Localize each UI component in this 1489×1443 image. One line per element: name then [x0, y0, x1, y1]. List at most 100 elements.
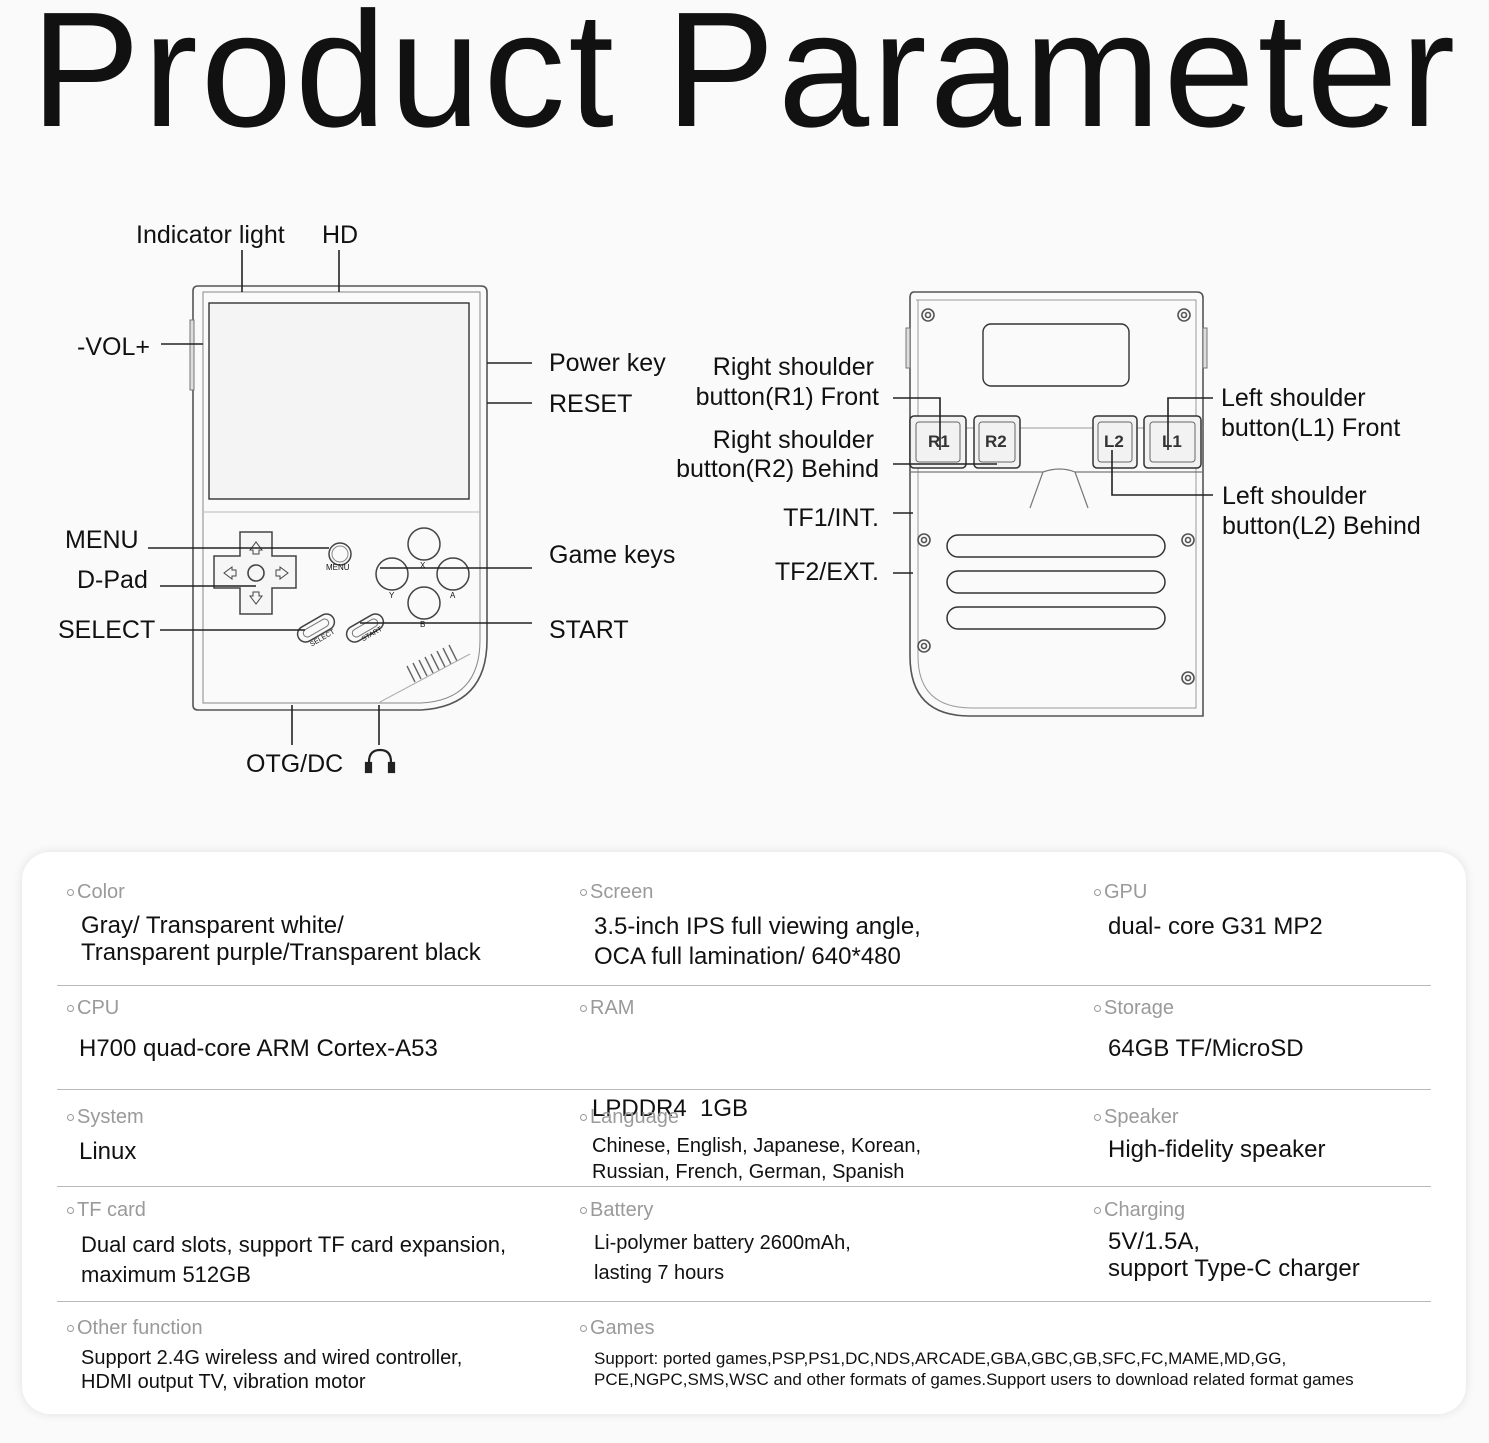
- device-y-marking: Y: [389, 591, 395, 600]
- spec-label: Other function: [77, 1317, 203, 1339]
- bullet-icon: [580, 1004, 587, 1012]
- l1-label-line2: button(L1) Front: [1221, 414, 1401, 442]
- hd-label: HD: [322, 221, 359, 249]
- spec-value: Linux: [79, 1138, 137, 1165]
- row-divider: [57, 1089, 1431, 1090]
- spec-games: Games Support: ported games,PSP,PS1,DC,N…: [580, 1316, 1354, 1390]
- spec-value: Gray/ Transparent white/: [81, 912, 344, 939]
- spec-other-function: Other function Support 2.4G wireless and…: [67, 1316, 462, 1394]
- spec-tf-card: TF card Dual card slots, support TF card…: [67, 1198, 506, 1290]
- front-view-device: [189, 285, 488, 711]
- spec-label: System: [77, 1106, 144, 1128]
- spec-system: System Linux: [67, 1105, 144, 1167]
- spec-label: RAM: [590, 997, 635, 1019]
- spec-cpu: CPU H700 quad-core ARM Cortex-A53: [67, 996, 438, 1064]
- start-label: START: [549, 616, 629, 644]
- game-keys-label: Game keys: [549, 541, 676, 569]
- spec-label: Screen: [590, 881, 654, 903]
- spec-label: Charging: [1104, 1199, 1186, 1221]
- select-label: SELECT: [58, 616, 156, 644]
- bullet-icon: [67, 888, 74, 896]
- device-diagram: [148, 250, 1213, 774]
- r1-label-line1: Right shoulder: [712, 353, 874, 381]
- bullet-icon: [580, 1324, 587, 1332]
- front-leader-lines: [148, 250, 532, 745]
- spec-gpu: GPU dual- core G31 MP2: [1094, 880, 1323, 942]
- spec-label: Color: [77, 881, 125, 903]
- reset-label: RESET: [549, 390, 633, 418]
- spec-label: Storage: [1104, 997, 1175, 1019]
- indicator-light-label: Indicator light: [136, 221, 285, 249]
- spec-value: 5V/1.5A,: [1108, 1228, 1201, 1255]
- spec-value: PCE,NGPC,SMS,WSC and other formats of ga…: [594, 1370, 1354, 1389]
- spec-value: 64GB TF/MicroSD: [1108, 1035, 1304, 1062]
- spec-screen: Screen 3.5-inch IPS full viewing angle, …: [580, 880, 921, 972]
- bullet-icon: [1094, 888, 1101, 896]
- key-r1-label: R1: [928, 432, 950, 451]
- spec-value: LPDDR4 1GB: [592, 1095, 749, 1122]
- spec-label: Language: [590, 1106, 679, 1128]
- spec-value: Chinese, English, Japanese, Korean,: [592, 1135, 922, 1157]
- bullet-icon: [67, 1206, 74, 1214]
- spec-value: Transparent purple/Transparent black: [81, 939, 481, 966]
- l1-label-line1: Left shoulder: [1221, 384, 1366, 412]
- row-divider: [57, 985, 1431, 986]
- spec-table: Color Gray/ Transparent white/ Transpare…: [22, 852, 1466, 1414]
- back-view-device: [905, 291, 1208, 717]
- dpad-label: D-Pad: [77, 566, 148, 594]
- device-b-marking: B: [420, 620, 426, 629]
- r1-label-line2: button(R1) Front: [695, 383, 879, 411]
- spec-value: dual- core G31 MP2: [1108, 913, 1323, 940]
- spec-value: support Type-C charger: [1108, 1255, 1360, 1282]
- spec-label: TF card: [77, 1199, 146, 1221]
- spec-value: HDMI output TV, vibration motor: [81, 1371, 366, 1393]
- spec-value: Support 2.4G wireless and wired controll…: [81, 1347, 463, 1369]
- row-divider: [57, 1186, 1431, 1187]
- spec-ram: RAM LPDDR4 1GB: [580, 996, 748, 1184]
- spec-label: GPU: [1104, 881, 1148, 903]
- l2-label-line1: Left shoulder: [1222, 482, 1367, 510]
- headphone-icon: [364, 748, 396, 774]
- spec-value: Dual card slots, support TF card expansi…: [81, 1232, 507, 1257]
- bullet-icon: [1094, 1004, 1101, 1012]
- spec-label: Games: [590, 1317, 655, 1339]
- bullet-icon: [67, 1004, 74, 1012]
- device-menu-marking: MENU: [326, 563, 350, 572]
- spec-charging: Charging 5V/1.5A, support Type-C charger: [1094, 1198, 1360, 1282]
- spec-battery: Battery Li-polymer battery 2600mAh, last…: [580, 1198, 851, 1288]
- spec-value: Li-polymer battery 2600mAh,: [594, 1232, 851, 1254]
- key-l2-label: L2: [1104, 432, 1124, 451]
- device-x-marking: X: [420, 561, 426, 570]
- bullet-icon: [1094, 1206, 1101, 1214]
- spec-value: lasting 7 hours: [594, 1262, 725, 1284]
- row-divider: [57, 1301, 1431, 1302]
- spec-value: 3.5-inch IPS full viewing angle,: [594, 913, 921, 940]
- key-r2-label: R2: [985, 432, 1007, 451]
- menu-label: MENU: [65, 526, 139, 554]
- page-title: Product Parameter: [30, 0, 1459, 161]
- spec-value: Support: ported games,PSP,PS1,DC,NDS,ARC…: [594, 1349, 1287, 1368]
- spec-storage: Storage 64GB TF/MicroSD: [1094, 996, 1304, 1064]
- otg-dc-label: OTG/DC: [246, 750, 344, 778]
- power-key-label: Power key: [549, 349, 666, 377]
- bullet-icon: [67, 1324, 74, 1332]
- bullet-icon: [580, 1206, 587, 1214]
- l2-label-line2: button(L2) Behind: [1222, 512, 1421, 540]
- spec-value: OCA full lamination/ 640*480: [594, 943, 901, 970]
- spec-color: Color Gray/ Transparent white/ Transpare…: [67, 880, 481, 966]
- spec-value: H700 quad-core ARM Cortex-A53: [79, 1035, 438, 1062]
- r2-label-line1: Right shoulder: [712, 426, 874, 454]
- bullet-icon: [580, 888, 587, 896]
- spec-label: Battery: [590, 1199, 654, 1221]
- spec-language: Language Chinese, English, Japanese, Kor…: [580, 1105, 921, 1185]
- r2-label-line2: button(R2) Behind: [676, 455, 879, 483]
- spec-label: CPU: [77, 997, 120, 1019]
- spec-value: maximum 512GB: [81, 1262, 251, 1287]
- spec-value: High-fidelity speaker: [1108, 1136, 1326, 1163]
- tf1-label: TF1/INT.: [783, 504, 879, 532]
- device-a-marking: A: [450, 591, 456, 600]
- back-leader-lines: [893, 397, 1213, 574]
- bullet-icon: [67, 1113, 74, 1121]
- bullet-icon: [1094, 1113, 1101, 1121]
- key-l1-label: L1: [1162, 432, 1182, 451]
